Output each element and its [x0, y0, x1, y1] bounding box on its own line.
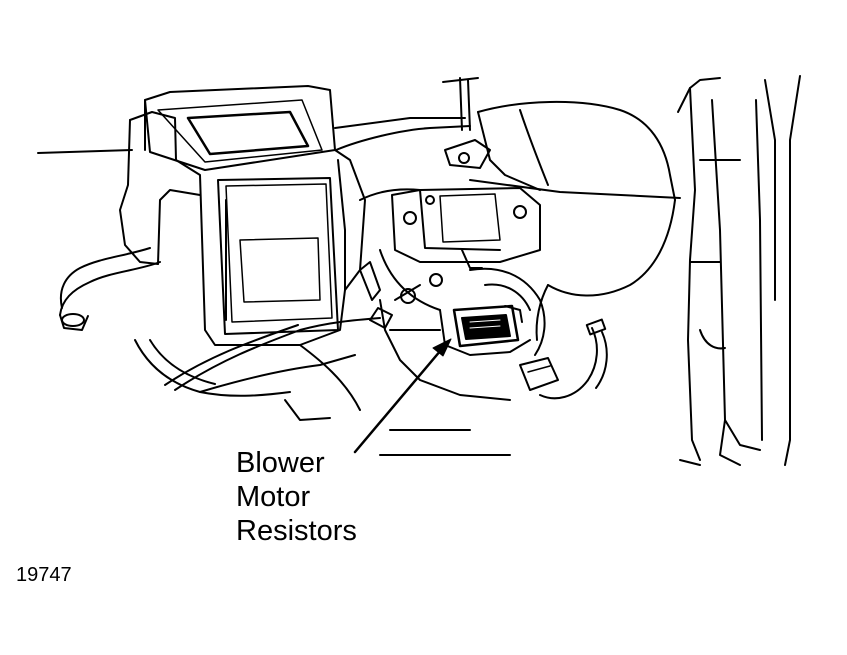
callout-leader [353, 338, 452, 454]
background-lines [37, 149, 511, 456]
callout-line-1: Blower [236, 447, 325, 479]
actuator-motor [391, 187, 541, 269]
vacuum-hoses [134, 317, 381, 411]
resistor-block [452, 304, 523, 348]
heater-housing [119, 85, 366, 346]
callout-line-3: Resistors [236, 515, 357, 547]
drain-tube [59, 247, 161, 331]
callout-line-2: Motor [236, 481, 311, 513]
linkage-bracket [334, 77, 681, 199]
door-panel [677, 75, 801, 466]
figure-number: 19747 [16, 564, 72, 586]
callout-label: Blower Motor Resistors [236, 446, 357, 548]
link-arm [359, 261, 443, 329]
right-duct [477, 100, 676, 341]
blower-housing [335, 125, 546, 401]
wiring-harness [519, 318, 608, 400]
